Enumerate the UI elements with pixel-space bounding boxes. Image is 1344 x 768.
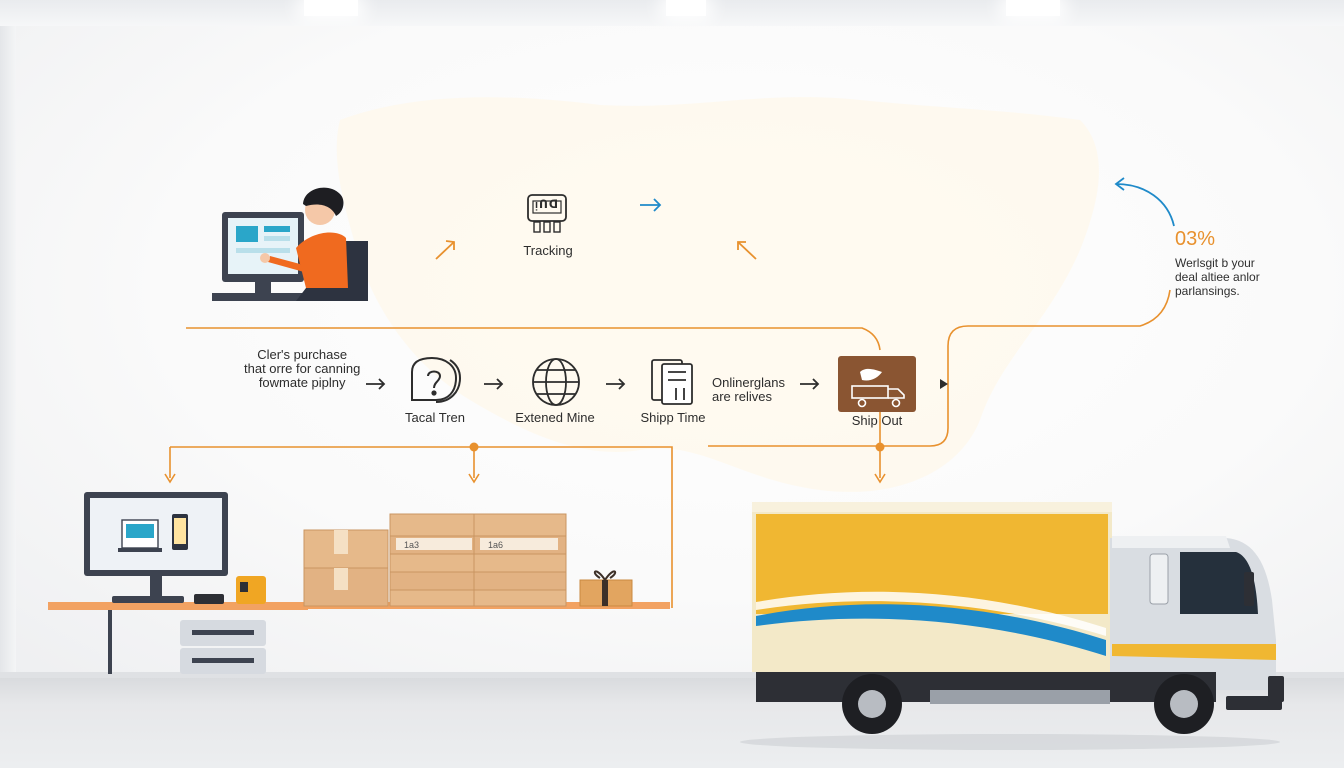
arrow-up-right-icon bbox=[435, 240, 455, 260]
arrow-right-icon bbox=[606, 378, 626, 390]
warehouse-boxes-illustration bbox=[300, 513, 670, 609]
stat-description: Werlsgit b your deal altiee anlor parlan… bbox=[1175, 256, 1260, 298]
upper-arrows bbox=[435, 177, 1175, 260]
map-silhouette bbox=[336, 97, 1099, 492]
step-4-label: Onlinerglans are relives bbox=[712, 375, 785, 404]
arrow-right-icon bbox=[366, 378, 386, 390]
lock-tag-icon bbox=[411, 356, 462, 403]
ship-out-label: Ship Out bbox=[851, 413, 903, 428]
arrow-right-icon bbox=[940, 379, 948, 389]
baseboard bbox=[0, 672, 1344, 680]
ceiling-light bbox=[666, 0, 706, 16]
box-label: 1a6 bbox=[488, 540, 504, 550]
flow-node-dot bbox=[875, 442, 885, 452]
arrowhead-down bbox=[468, 473, 480, 484]
purchase-description: Cler's purchase that orre for canning fo… bbox=[244, 347, 361, 390]
arrowhead-down bbox=[164, 473, 176, 484]
wall-edge bbox=[0, 26, 16, 678]
arrowhead-down bbox=[874, 473, 886, 484]
step-3-label: Shipp Time bbox=[640, 410, 706, 425]
globe-icon bbox=[532, 358, 580, 406]
tracking-label: Tracking bbox=[523, 243, 573, 258]
curved-return-arrow-icon bbox=[1114, 177, 1175, 227]
ceiling-light bbox=[304, 0, 358, 16]
arrow-right-icon bbox=[800, 378, 820, 390]
right-flow-line bbox=[708, 289, 1171, 447]
desk-with-computer-illustration bbox=[48, 492, 308, 674]
stat-percentage: 03% bbox=[1175, 228, 1216, 250]
ship-out-truck-icon bbox=[838, 356, 916, 412]
flow-arrowheads bbox=[164, 473, 886, 484]
ceiling-light bbox=[1006, 0, 1060, 16]
lower-flow-line bbox=[170, 446, 673, 608]
arrow-right-icon bbox=[484, 378, 504, 390]
box-label: 1a3 bbox=[404, 540, 420, 550]
step-arrows bbox=[366, 378, 820, 390]
server-document-icon bbox=[651, 359, 693, 405]
tracking-icon-text: ᴉᑎᗡ bbox=[534, 199, 560, 211]
arrow-right-icon bbox=[640, 198, 662, 212]
upper-flow-line bbox=[186, 327, 881, 351]
tracking-icon bbox=[527, 194, 567, 233]
arrow-up-left-icon bbox=[737, 241, 757, 260]
step-1-label: Tacal Tren bbox=[405, 410, 465, 425]
ceiling bbox=[0, 0, 1344, 26]
flow-node-dot bbox=[469, 442, 479, 452]
delivery-truck-illustration bbox=[740, 502, 1284, 750]
person-at-computer-illustration bbox=[212, 187, 368, 301]
step-2-label: Extened Mine bbox=[515, 410, 595, 425]
